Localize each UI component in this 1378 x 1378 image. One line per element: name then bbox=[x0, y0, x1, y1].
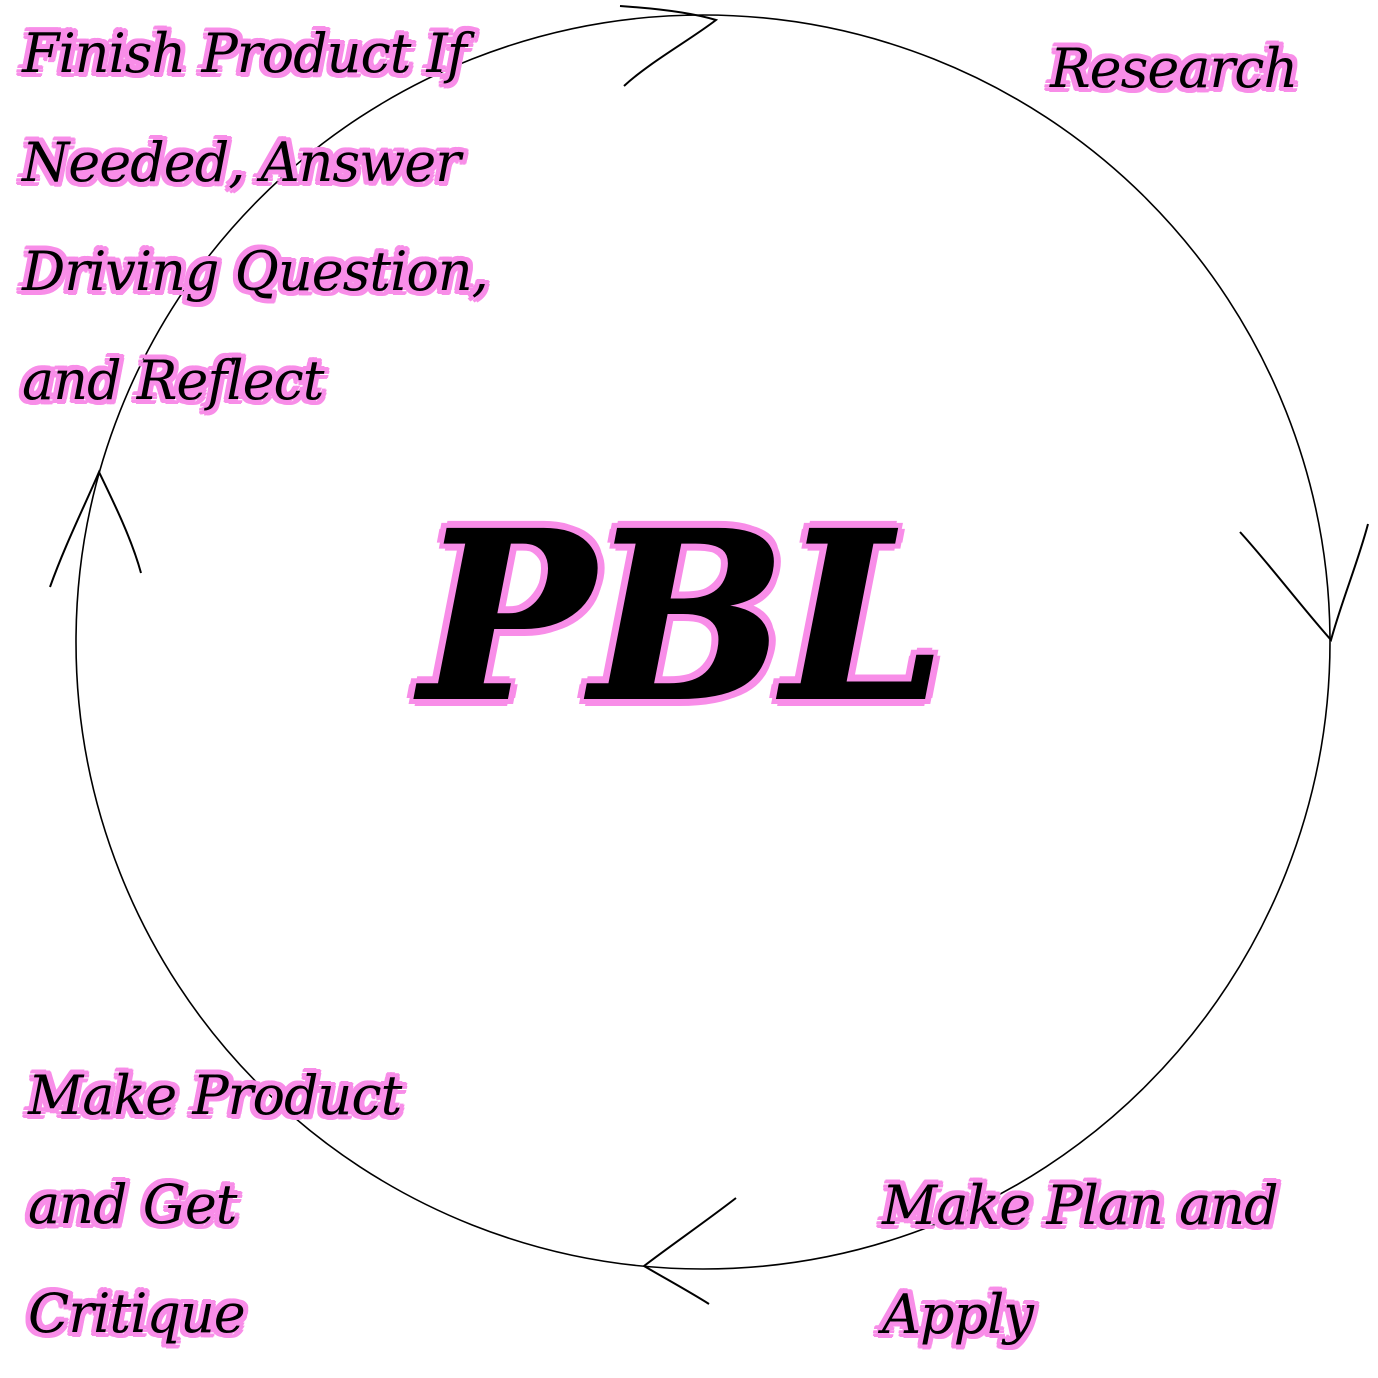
center-title: PBL bbox=[419, 480, 947, 753]
arrow-bottom-icon bbox=[642, 1197, 737, 1305]
arrow-left-icon bbox=[49, 469, 142, 588]
step-label-product: Make Product and Get Critique bbox=[28, 1041, 402, 1368]
step-label-line: and Get bbox=[28, 1173, 238, 1236]
step-label-line: Driving Question, bbox=[22, 240, 489, 303]
step-label-plan: Make Plan and Apply bbox=[882, 1151, 1279, 1369]
step-label-line: Finish Product If bbox=[22, 22, 467, 85]
step-label-line: Make Product bbox=[28, 1064, 402, 1127]
arrow-top-icon bbox=[619, 5, 719, 87]
cycle-circle bbox=[75, 14, 1331, 1270]
step-label-line: Critique bbox=[28, 1282, 246, 1345]
step-label-finish: Finish Product If Needed, Answer Driving… bbox=[22, 0, 489, 435]
step-label-research: Research bbox=[1050, 14, 1298, 123]
step-label-line: Needed, Answer bbox=[22, 131, 461, 194]
step-label-line: Research bbox=[1050, 37, 1298, 100]
step-label-line: Make Plan and bbox=[882, 1174, 1279, 1237]
arrow-right-icon bbox=[1239, 523, 1369, 643]
step-label-line: and Reflect bbox=[22, 349, 324, 412]
step-label-line: Apply bbox=[882, 1283, 1034, 1346]
